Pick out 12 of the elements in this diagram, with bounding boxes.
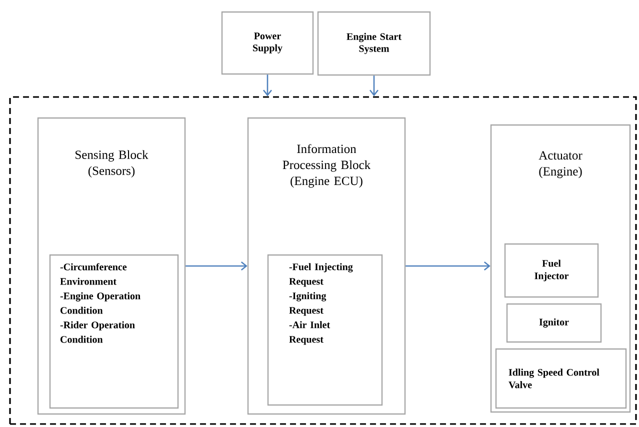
component-box: Engine Start System bbox=[317, 11, 431, 76]
arrow bbox=[406, 261, 490, 270]
component-box: Idling Speed Control Valve bbox=[495, 348, 627, 409]
component-box: Ignitor bbox=[506, 303, 602, 343]
component-box: Power Supply bbox=[221, 11, 314, 75]
arrow bbox=[370, 76, 379, 96]
list-box: -Circumference Environment -Engine Operation Condition -Rider Operation Condition bbox=[49, 254, 179, 409]
list-box: -Fuel Injecting Request -Igniting Request -Air Inlet Request bbox=[267, 254, 383, 406]
arrow bbox=[263, 74, 272, 96]
dashed-boundary bbox=[9, 96, 637, 425]
component-box: Fuel Injector bbox=[504, 243, 599, 298]
arrow bbox=[186, 261, 248, 270]
